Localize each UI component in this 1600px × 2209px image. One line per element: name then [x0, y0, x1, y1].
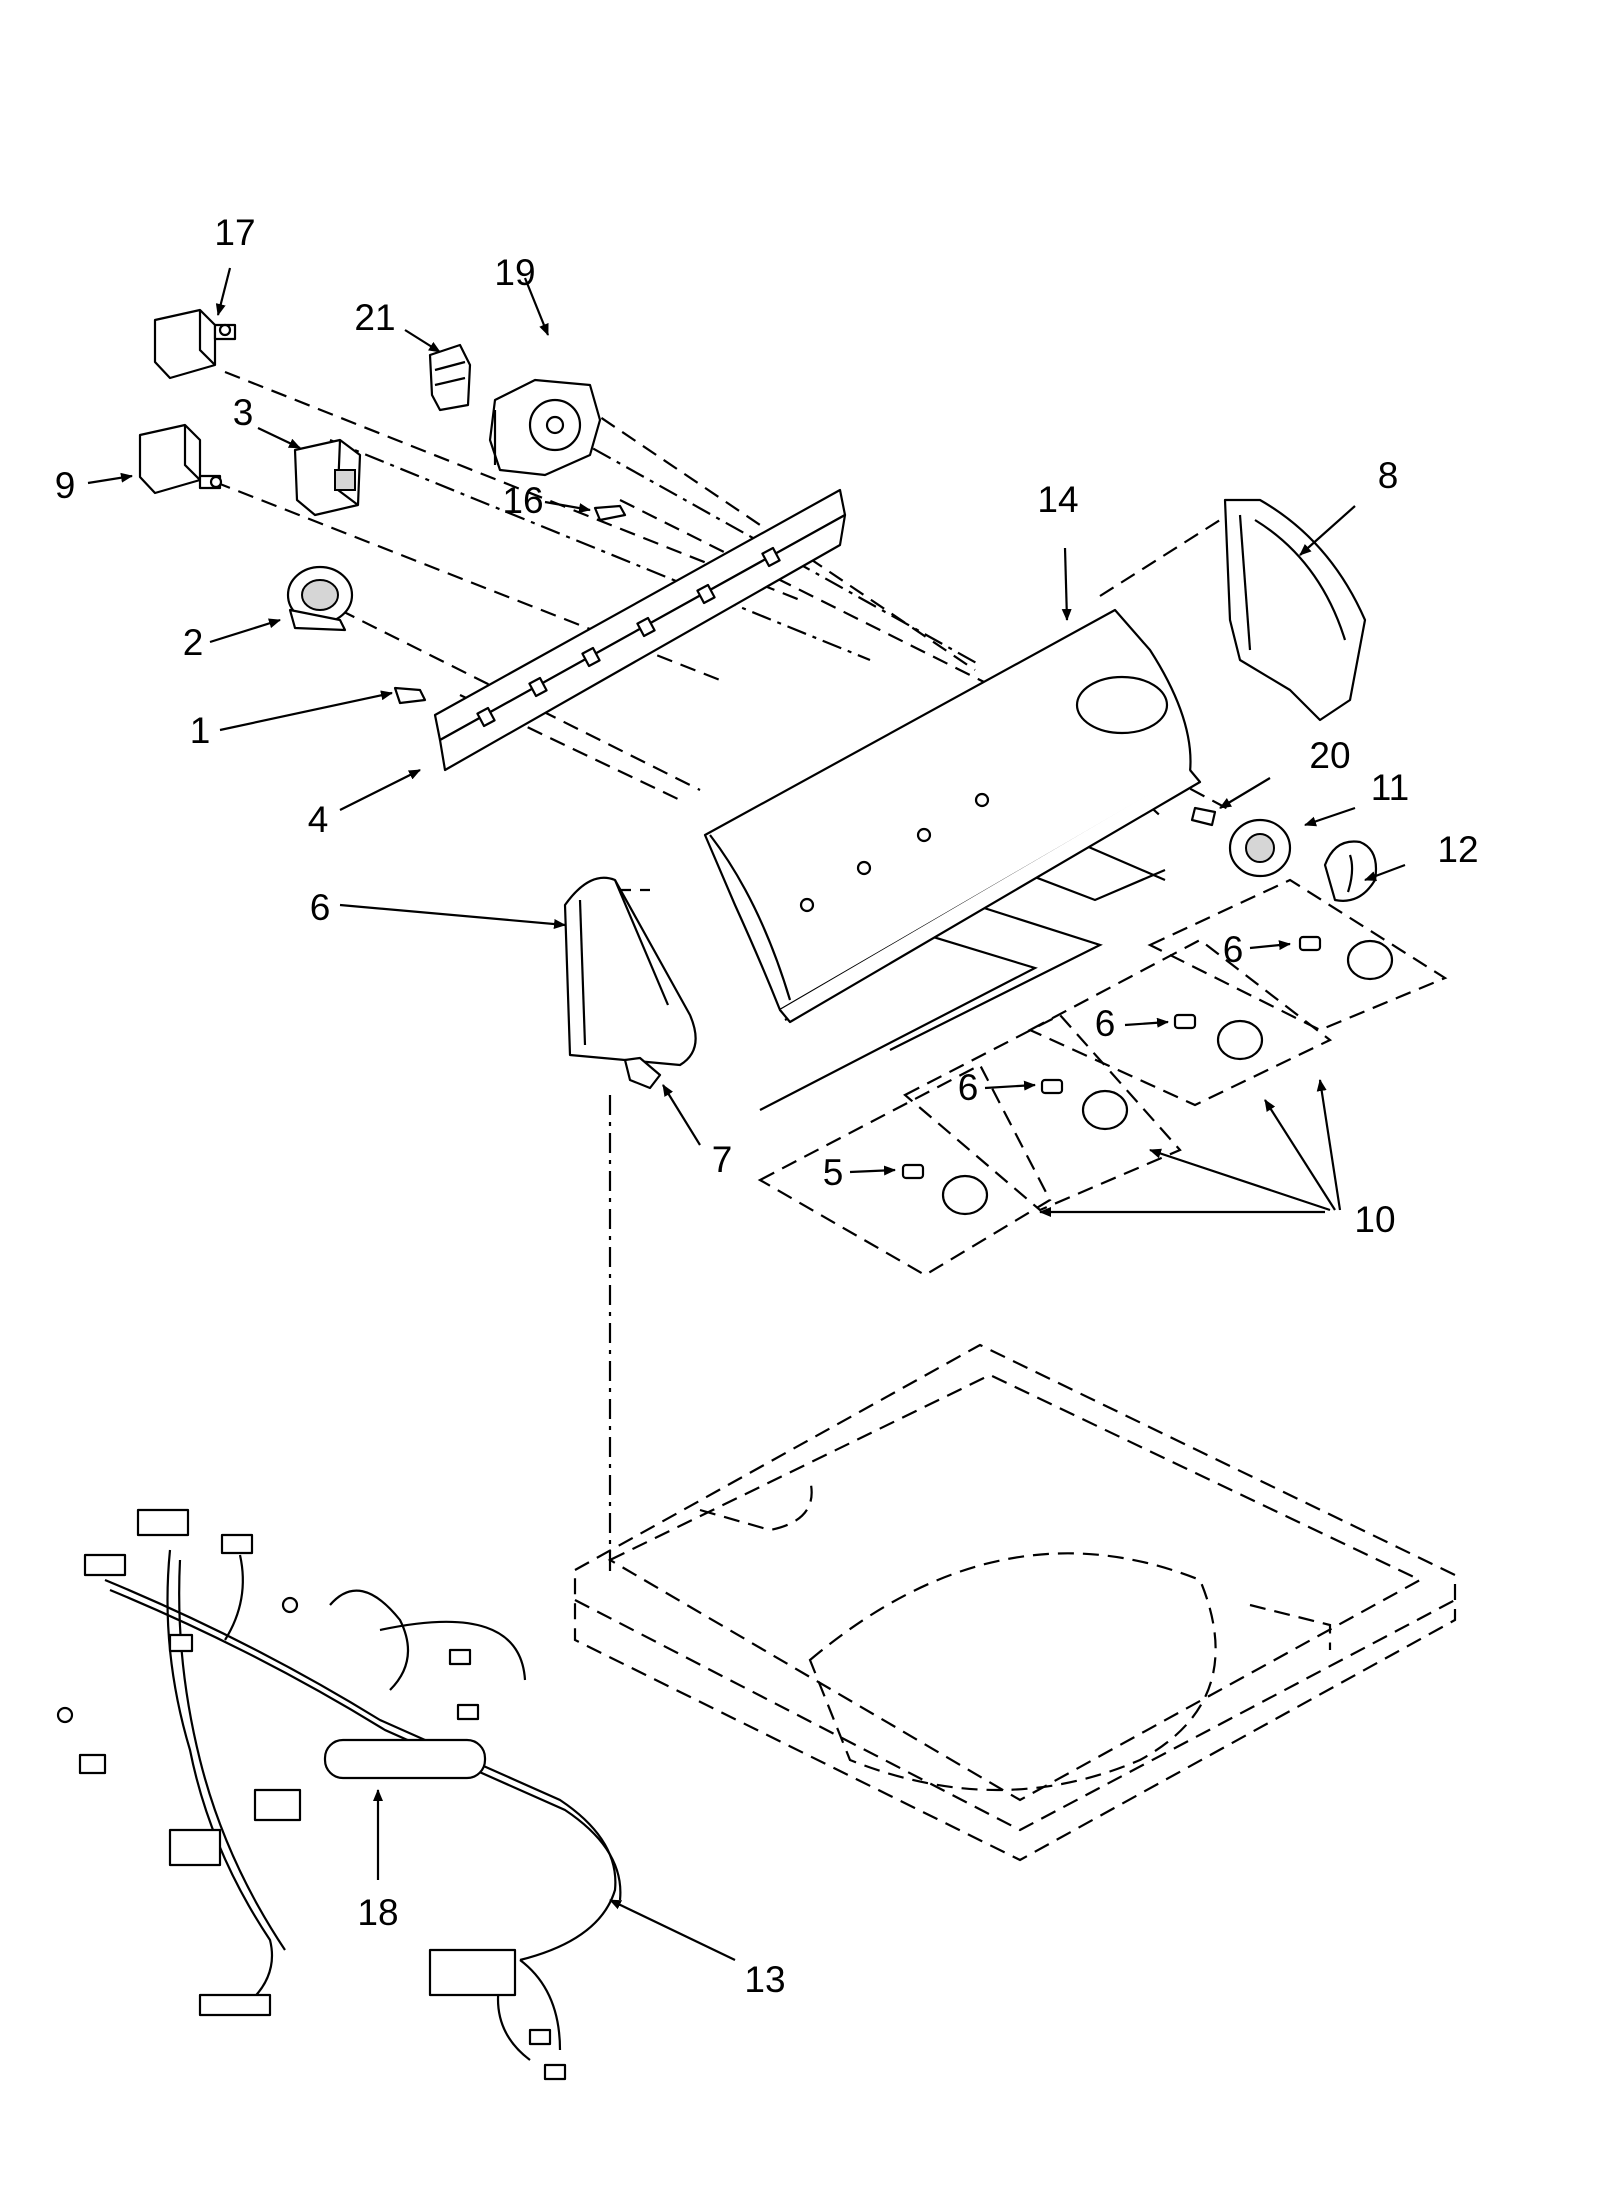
clip: [623, 1056, 662, 1090]
callout-13: 12: [1437, 829, 1478, 870]
callout-7: 6: [310, 887, 331, 928]
callout-16: 16: [502, 480, 543, 521]
screw-1: [393, 686, 427, 705]
knob-13: [1323, 840, 1378, 902]
callout-6-b: 6: [1095, 1003, 1116, 1044]
callout-8: 7: [712, 1139, 733, 1180]
rotary-switch-17: [153, 308, 237, 380]
rotary-switch-11: [138, 423, 223, 495]
callout-14: 14: [1037, 479, 1078, 520]
callout-6-d: 5: [823, 1152, 844, 1193]
guide-lines: [214, 370, 1231, 1575]
screw-20: [1190, 806, 1217, 827]
knob-set: [901, 935, 1394, 1216]
callout-21: 21: [354, 297, 395, 338]
control-bracket: [433, 488, 847, 772]
callout-19: 19: [494, 252, 535, 293]
console-panel: [703, 608, 1202, 1024]
connector-21: [428, 343, 472, 412]
callout-3: 3: [233, 392, 254, 433]
timer: [488, 378, 602, 477]
callout-12: 11: [1371, 767, 1409, 808]
callout-arrows: [87, 267, 1406, 1961]
callout-labels: 17 21 19 3 9 16 2 1 4 14 8 6 20 11 12 6 …: [55, 212, 1479, 2000]
callout-17: 17: [214, 212, 255, 253]
callout-6-a: 6: [1223, 929, 1244, 970]
callout-20: 20: [1309, 735, 1350, 776]
callout-9: 8: [1378, 455, 1399, 496]
wire-harness: [56, 1508, 622, 2081]
callout-6-c: 6: [958, 1067, 979, 1108]
switch-3: [293, 438, 362, 517]
callout-2: 2: [183, 622, 204, 663]
callout-18: 18: [357, 1892, 398, 1933]
callout-5: 13: [744, 1959, 785, 2000]
callout-10: 10: [1354, 1199, 1395, 1240]
right-end-cap: [1223, 498, 1367, 722]
left-end-cap: [563, 876, 697, 1067]
pressure-switch: [286, 565, 354, 632]
callout-1: 1: [190, 710, 211, 751]
callout-11: 9: [55, 465, 76, 506]
callout-4: 4: [308, 799, 329, 840]
knob-bezel-12: [1228, 818, 1292, 878]
screw-16: [593, 504, 627, 522]
washer-top-outline: [573, 1343, 1457, 1862]
